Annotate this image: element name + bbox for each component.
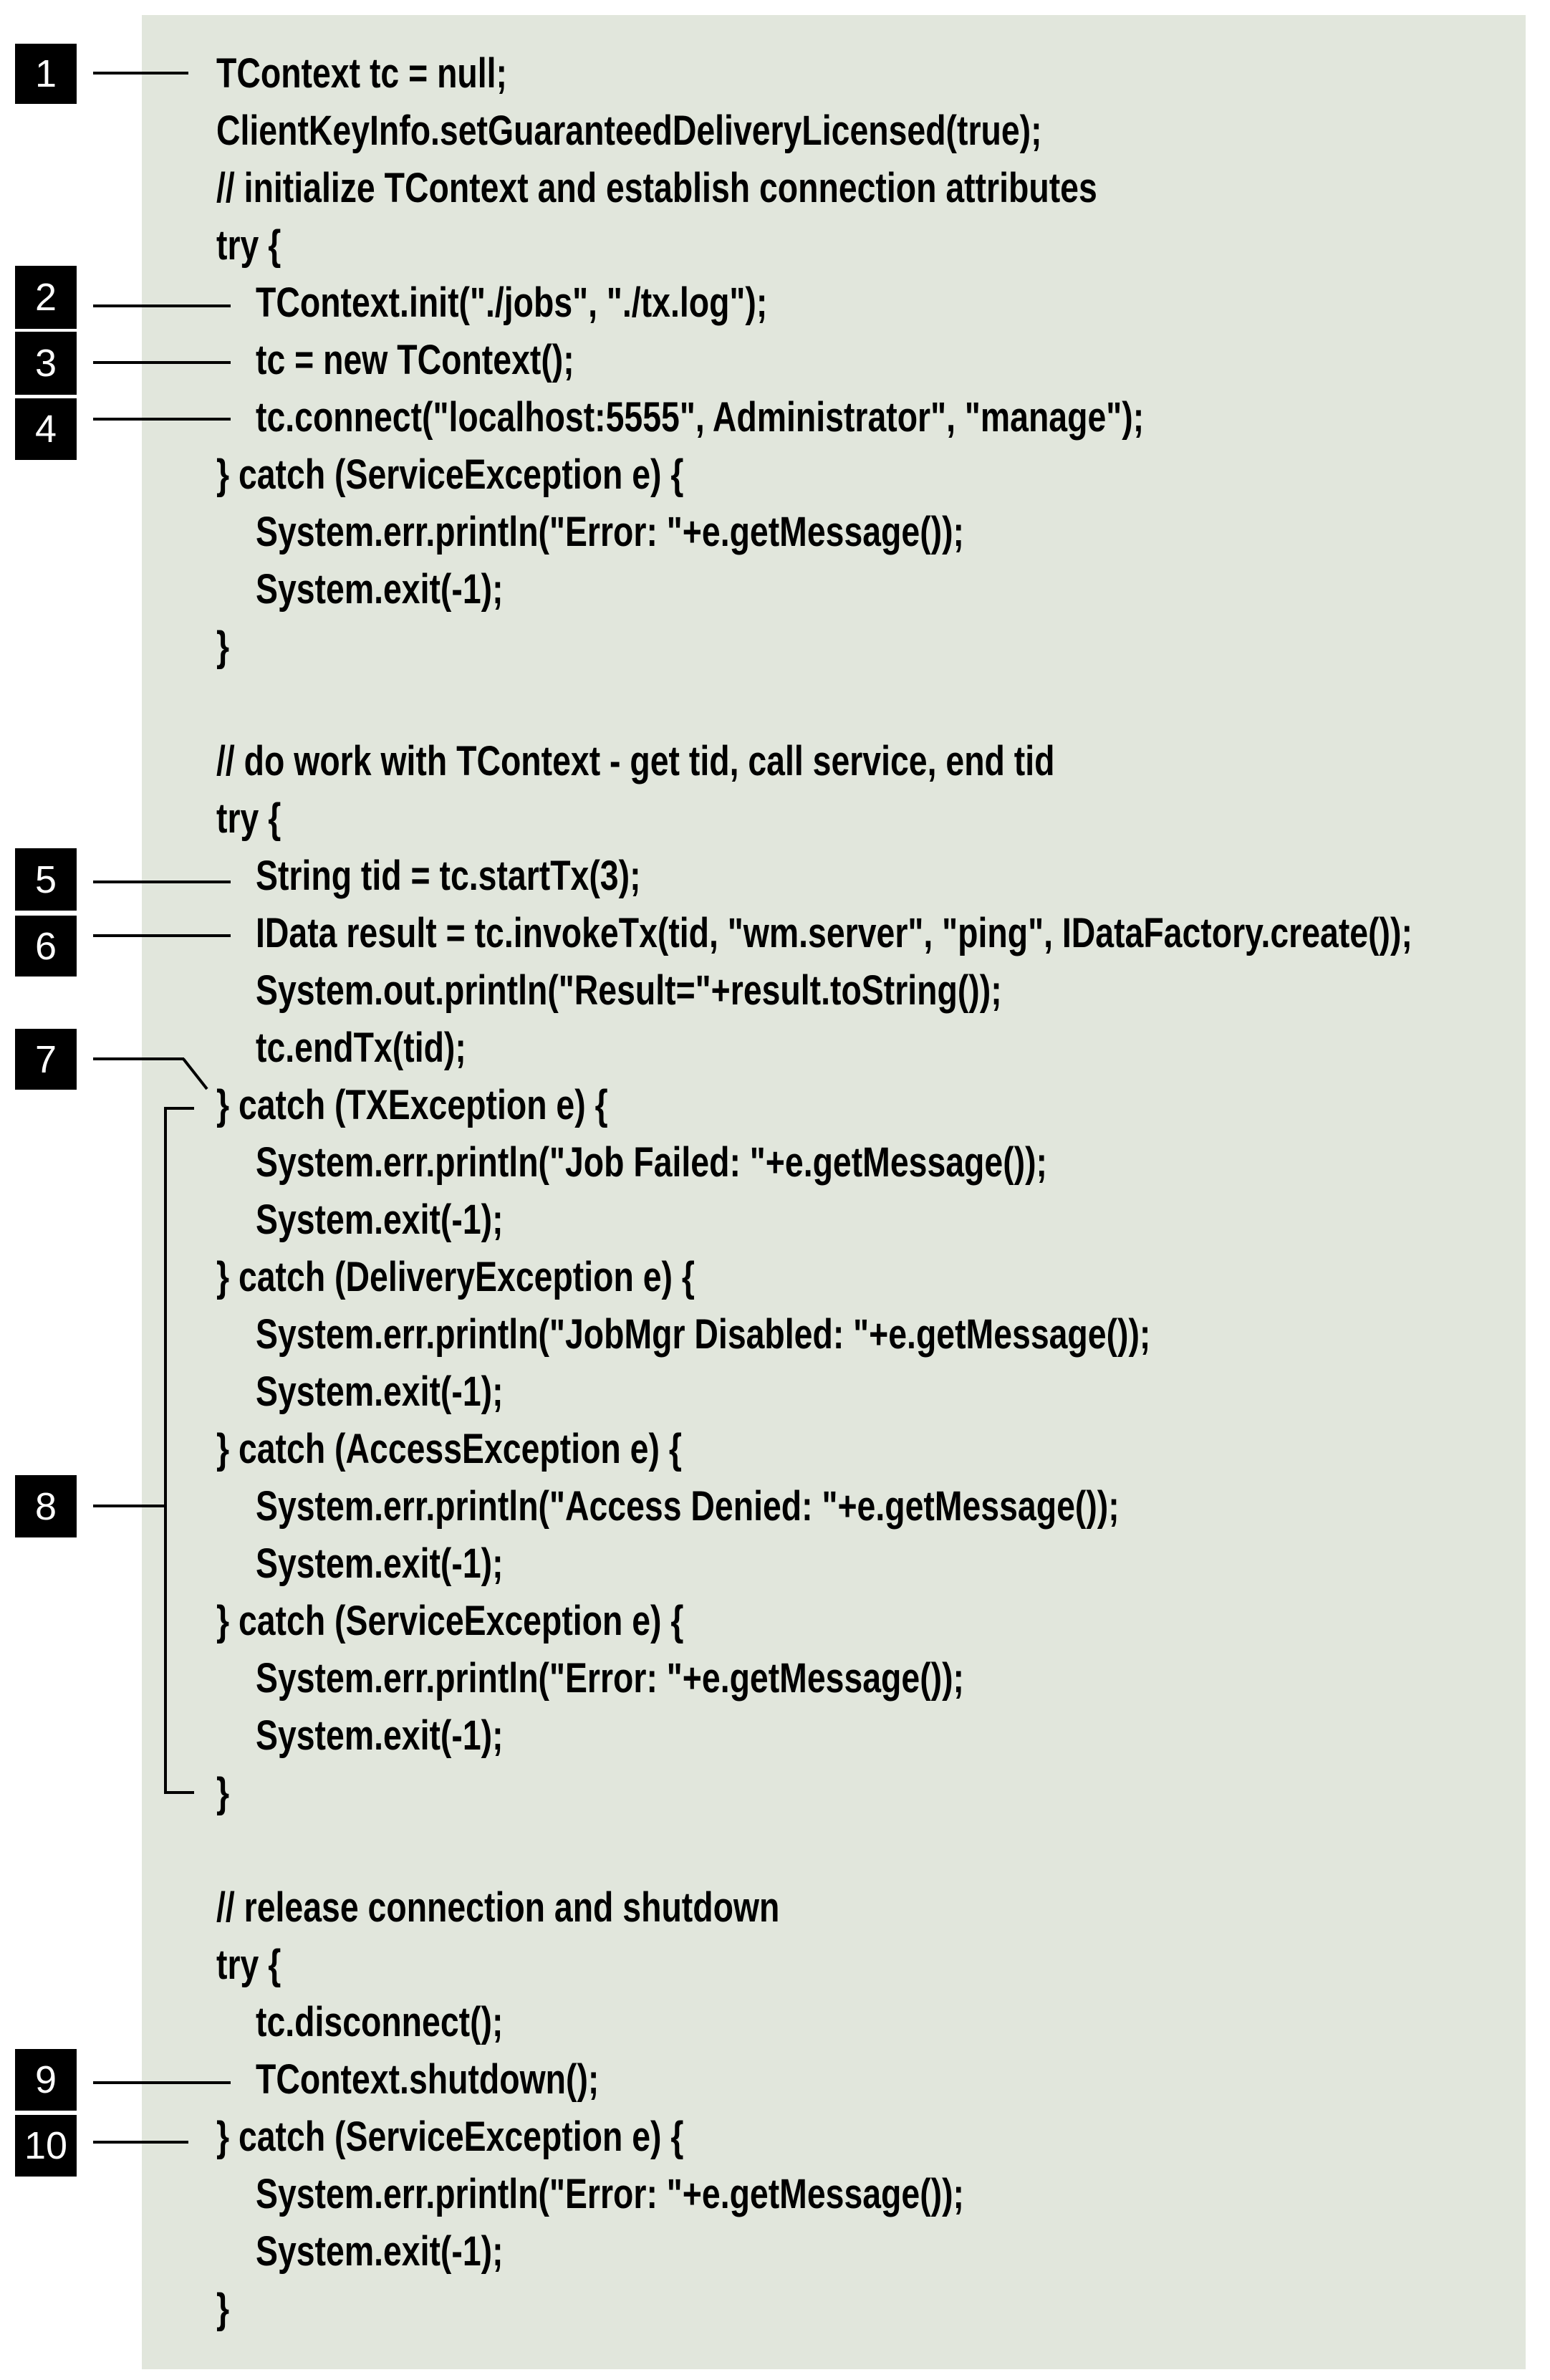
leader-line-3 [93, 361, 231, 364]
code-panel [142, 15, 1526, 2369]
code-line: TContext.init("./jobs", "./tx.log"); [256, 279, 768, 326]
code-line: tc = new TContext(); [256, 337, 574, 383]
code-line: try { [216, 222, 281, 269]
code-line: String tid = tc.startTx(3); [256, 853, 641, 899]
bracket-8-vertical [164, 1107, 167, 1794]
code-line: System.err.println("Error: "+e.getMessag… [256, 2171, 965, 2217]
code-line: try { [216, 1942, 281, 1988]
code-line: tc.connect("localhost:5555", Administrat… [256, 394, 1145, 441]
callout-badge-5: 5 [15, 848, 77, 911]
callout-label: 2 [34, 276, 57, 319]
callout-label: 6 [34, 924, 57, 968]
code-line: } [216, 623, 230, 670]
callout-badge-2: 2 [15, 266, 77, 329]
code-line: } [216, 2285, 230, 2332]
callout-badge-7: 7 [15, 1029, 77, 1090]
leader-line-7 [93, 1057, 184, 1060]
leader-line-1 [93, 72, 188, 75]
callout-badge-9: 9 [15, 2049, 77, 2111]
leader-line-10 [93, 2141, 188, 2144]
leader-diagonal-segment [182, 1057, 208, 1090]
leader-line-6 [93, 934, 231, 937]
leader-line-4 [93, 418, 231, 421]
leader-line-5 [93, 880, 231, 883]
code-line: tc.endTx(tid); [256, 1025, 466, 1071]
code-line: } catch (ServiceException e) { [216, 451, 684, 498]
leader-line-2 [93, 304, 231, 307]
callout-badge-10: 10 [15, 2115, 77, 2177]
code-line: System.err.println("Error: "+e.getMessag… [256, 509, 965, 555]
callout-badge-6: 6 [15, 916, 77, 977]
callout-label: 9 [34, 2058, 57, 2101]
code-comment-line: // release connection and shutdown [216, 1884, 780, 1931]
code-line: } [216, 1770, 230, 1816]
code-line: System.err.println("Access Denied: "+e.g… [256, 1483, 1120, 1530]
callout-label: 3 [34, 342, 57, 385]
callout-label: 8 [34, 1484, 57, 1528]
code-line: IData result = tc.invokeTx(tid, "wm.serv… [256, 910, 1412, 956]
code-comment-line: // do work with TContext - get tid, call… [216, 738, 1055, 784]
code-line: System.exit(-1); [256, 1196, 504, 1243]
callout-label: 4 [34, 408, 57, 451]
code-line: } catch (TXException e) { [216, 1082, 608, 1128]
code-line: System.err.println("Error: "+e.getMessag… [256, 1655, 965, 1702]
code-line: System.exit(-1); [256, 1540, 504, 1587]
code-line: } catch (ServiceException e) { [216, 2113, 684, 2160]
code-line: TContext tc = null; [216, 50, 507, 97]
callout-label: 5 [34, 858, 57, 901]
callout-label: 7 [34, 1037, 57, 1081]
code-line: } catch (AccessException e) { [216, 1426, 682, 1472]
code-line: System.out.println("Result="+result.toSt… [256, 967, 1002, 1014]
code-line: tc.disconnect(); [256, 1999, 504, 2045]
callout-label: 1 [34, 52, 57, 95]
callout-label: 10 [24, 2124, 68, 2167]
code-line: ClientKeyInfo.setGuaranteedDeliveryLicen… [216, 107, 1042, 154]
callout-badge-8: 8 [15, 1475, 77, 1537]
callout-badge-3: 3 [15, 332, 77, 395]
bracket-8-top [164, 1107, 194, 1110]
leader-line-9 [93, 2081, 231, 2084]
code-line: TContext.shutdown(); [256, 2056, 600, 2103]
code-line: } catch (DeliveryException e) { [216, 1254, 695, 1300]
bracket-8-bottom [164, 1791, 194, 1794]
code-line: System.exit(-1); [256, 566, 504, 613]
code-line: try { [216, 795, 281, 842]
code-line: System.exit(-1); [256, 2228, 504, 2275]
callout-badge-1: 1 [15, 44, 77, 104]
leader-line-8 [93, 1505, 165, 1507]
callout-badge-4: 4 [15, 398, 77, 460]
code-line: System.exit(-1); [256, 1368, 504, 1415]
code-line: System.err.println("JobMgr Disabled: "+e… [256, 1311, 1151, 1358]
code-line: System.err.println("Job Failed: "+e.getM… [256, 1139, 1048, 1186]
code-line: } catch (ServiceException e) { [216, 1598, 684, 1644]
code-comment-line: // initialize TContext and establish con… [216, 165, 1097, 211]
code-line: System.exit(-1); [256, 1712, 504, 1759]
